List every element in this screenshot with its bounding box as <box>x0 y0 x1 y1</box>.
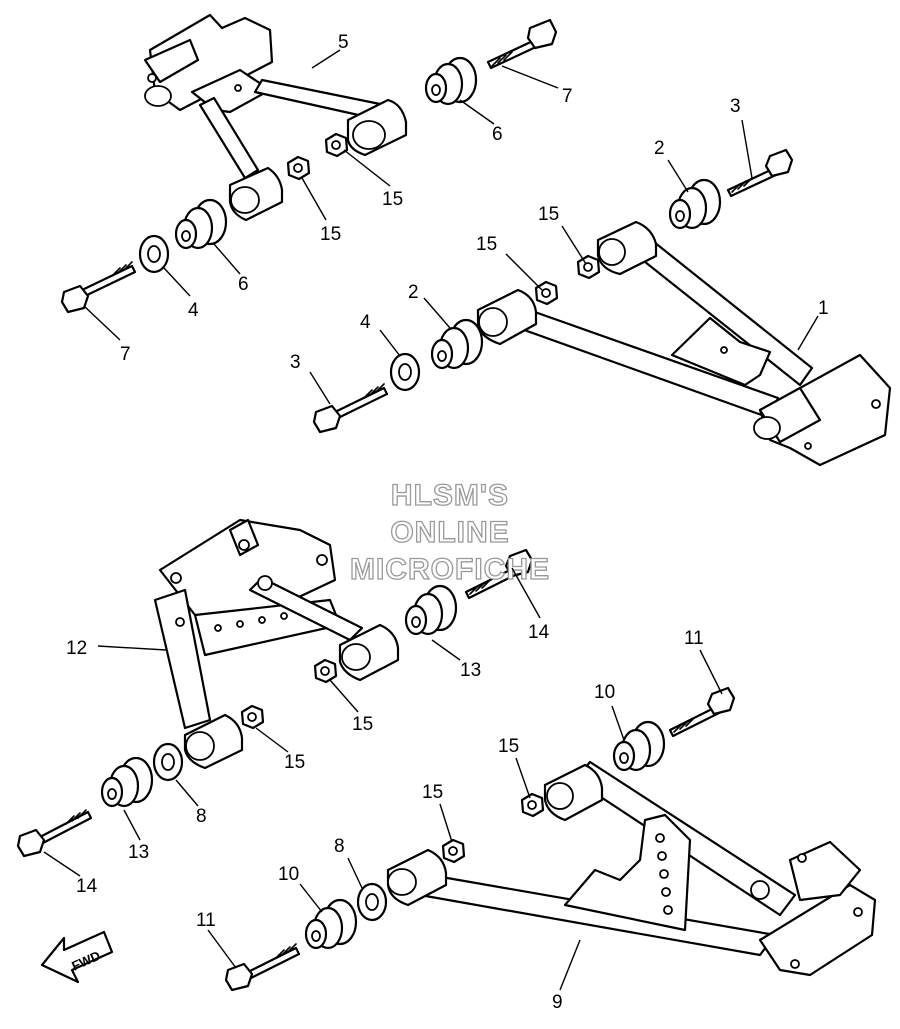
frame-bracket-part-12 <box>153 518 400 770</box>
callout-6-upper: 6 <box>492 124 503 145</box>
nut-part-15-h <box>441 838 466 864</box>
bushing-part-10-lower <box>304 898 358 950</box>
bolt-part-11-upper <box>668 686 736 738</box>
watermark-line-2: ONLINE <box>390 516 509 549</box>
nut-part-15-f <box>240 704 265 730</box>
callout-leaders <box>43 49 819 991</box>
washer-part-4-left <box>138 234 170 274</box>
nut-part-15-a <box>324 132 349 158</box>
washer-part-4-right <box>389 352 421 392</box>
callout-11-lower: 11 <box>196 910 216 931</box>
bolt-part-11-lower <box>224 943 301 992</box>
callout-11-upper: 11 <box>684 628 704 649</box>
nut-part-15-b <box>286 155 311 181</box>
callout-15-b: 15 <box>320 224 341 245</box>
nut-part-15-e <box>313 658 338 684</box>
watermark: HLSM'S ONLINE MICROFICHE <box>349 478 550 586</box>
callout-14-upper: 14 <box>528 622 550 643</box>
callout-15-c: 15 <box>538 204 559 225</box>
nut-part-15-g <box>520 792 545 818</box>
callout-10-lower: 10 <box>278 864 299 885</box>
callout-8-right: 8 <box>334 836 345 857</box>
callout-4-left: 4 <box>188 300 199 321</box>
watermark-line-3: MICROFICHE <box>350 553 550 586</box>
callout-15-d: 15 <box>476 234 497 255</box>
lower-arm-part-1 <box>476 220 892 467</box>
callout-2-upper: 2 <box>654 138 665 159</box>
callout-4-right: 4 <box>360 312 371 333</box>
bushing-part-10-upper <box>612 720 666 772</box>
callout-3-lower: 3 <box>290 352 301 373</box>
upper-arm-part-5 <box>143 13 408 222</box>
bolt-part-7-upper <box>486 18 558 70</box>
callout-15-e: 15 <box>352 714 373 735</box>
bushing-part-13-upper <box>404 584 458 636</box>
bolt-part-14-upper <box>464 548 534 600</box>
callout-2-lower: 2 <box>408 282 419 303</box>
callout-13-upper: 13 <box>460 660 481 681</box>
nut-part-15-c <box>576 254 601 280</box>
callout-14-lower: 14 <box>76 876 98 897</box>
bolt-part-3-lower <box>312 383 389 434</box>
callout-12: 12 <box>66 638 87 659</box>
watermark-line-1: HLSM'S <box>391 479 509 512</box>
bolt-part-3-upper <box>726 148 794 198</box>
callout-15-a: 15 <box>382 189 403 210</box>
bushing-part-2-upper <box>668 178 722 230</box>
fwd-direction-arrow: FWD <box>40 930 114 984</box>
washer-part-8-right <box>356 882 388 922</box>
bushing-part-6-lower <box>174 198 228 250</box>
washer-part-8-left <box>152 742 184 782</box>
bushing-part-13-lower <box>100 756 154 808</box>
callout-7-upper: 7 <box>562 86 573 107</box>
callout-13-lower: 13 <box>128 842 149 863</box>
callout-6-lower: 6 <box>238 274 249 295</box>
callout-1: 1 <box>818 298 829 319</box>
callout-labels: 5 7 6 15 15 6 4 7 3 2 15 15 1 2 4 3 12 1… <box>66 32 829 1013</box>
callout-10-upper: 10 <box>594 682 615 703</box>
callout-5: 5 <box>338 32 349 53</box>
callout-9: 9 <box>552 992 563 1013</box>
callout-3-upper: 3 <box>730 96 741 117</box>
callout-15-h: 15 <box>422 782 443 803</box>
bolt-part-7-left <box>60 261 137 314</box>
callout-15-g: 15 <box>498 736 519 757</box>
callout-7-left: 7 <box>120 344 131 365</box>
nut-part-15-d <box>534 280 559 306</box>
bushing-part-2-lower <box>430 318 484 370</box>
callout-15-f: 15 <box>284 752 305 773</box>
bolt-part-14-lower <box>16 809 93 858</box>
bushing-part-6-upper <box>424 56 478 106</box>
lower-arm-part-9 <box>386 760 877 977</box>
callout-8-left: 8 <box>196 806 207 827</box>
